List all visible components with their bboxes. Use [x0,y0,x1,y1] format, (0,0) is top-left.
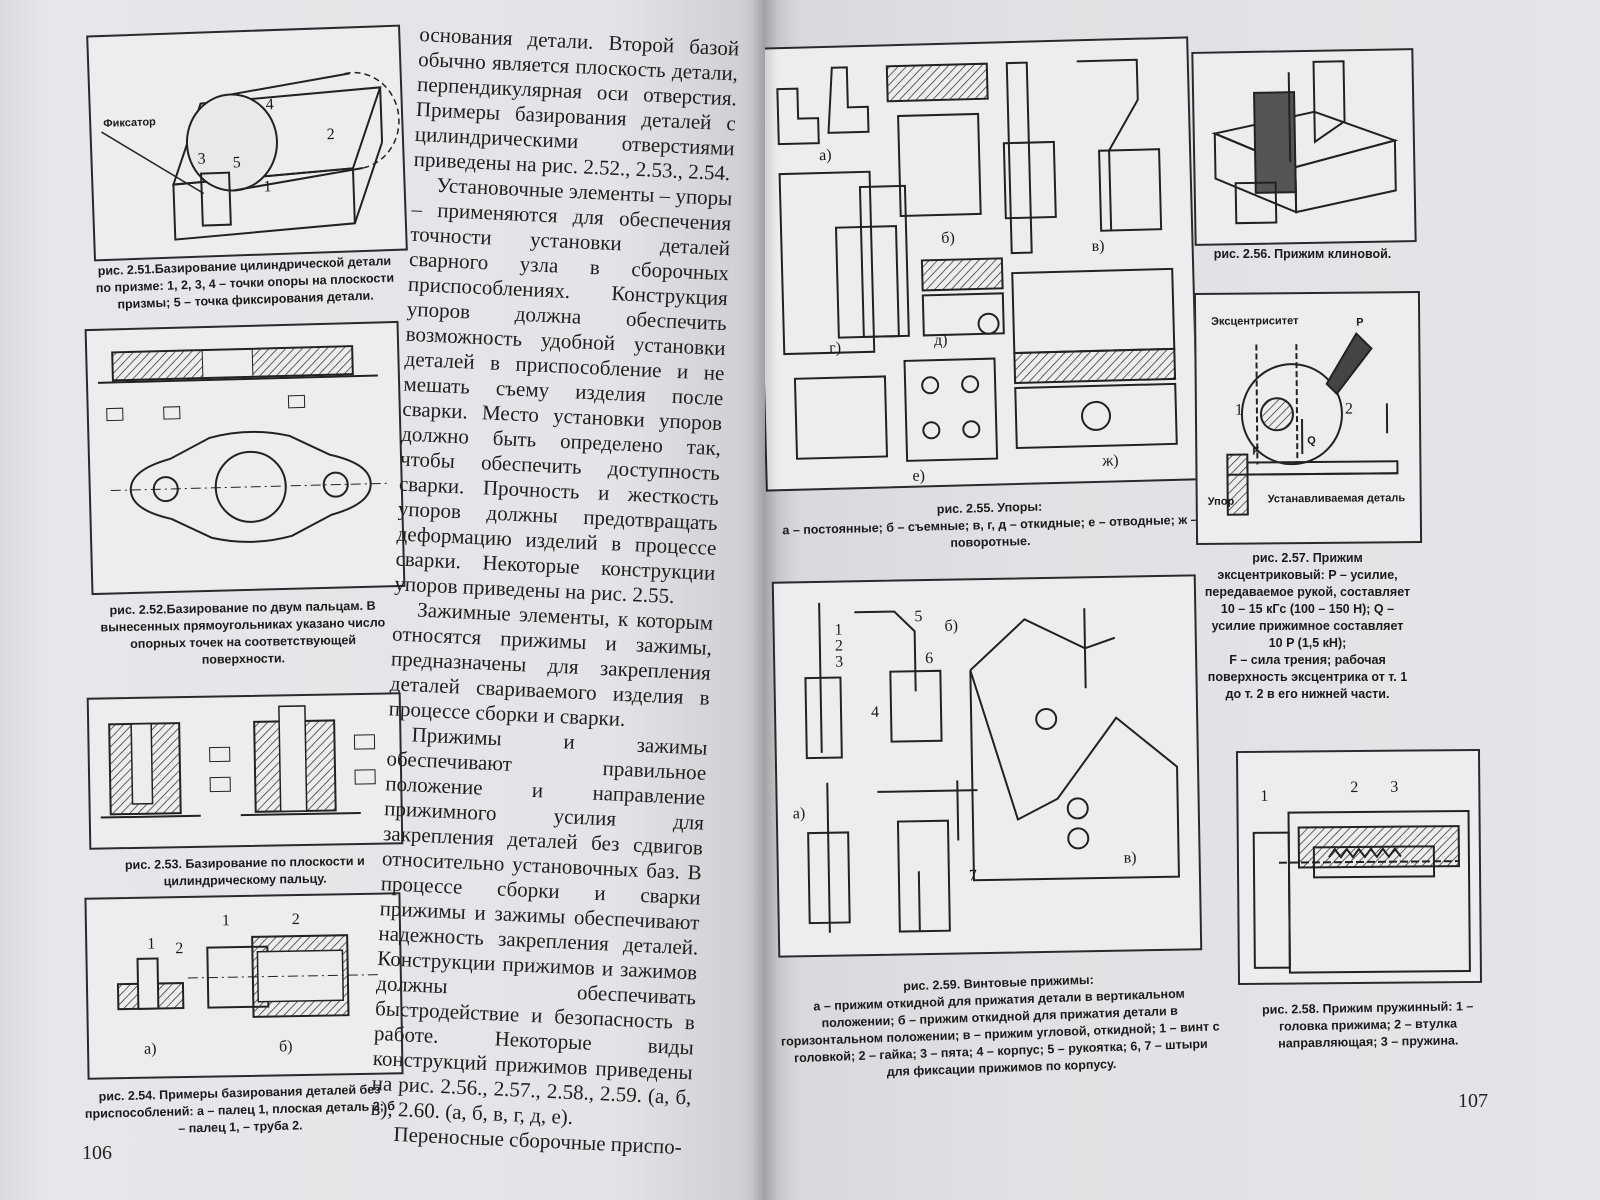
body-4-label: 4 [871,704,879,721]
spring-clamp-drawing: 1 2 3 [1252,779,1471,974]
wedge-clamp-drawing [1211,60,1399,225]
screw-1-label: 1 [834,622,842,639]
figure-2-55: а) б) в) г) д) е) ж) [765,36,1200,492]
stop-b-label: б) [941,230,955,247]
caption-fig-2-57-line-4: 10 – 15 кГс (100 – 150 Н); Q – [1220,602,1395,616]
part-label: Устанавливаемая деталь [1268,492,1406,505]
paragraph-stops: Установочные элементы – упоры – применяю… [393,172,733,609]
clamp-a-label: а) [793,805,806,822]
spring-3-label: 3 [1390,779,1398,796]
figure-2-58: 1 2 3 [1235,748,1483,986]
stop-v-label: в) [1091,238,1104,255]
left-page: Фиксатор 4 2 3 5 1 рис. 2.51.Базирование… [0,0,765,1200]
screw-clamps-drawing: 1 2 3 4 5 6 7 а) б) в) [793,602,1180,933]
caption-fig-2-59-body: а – прижим откидной для прижатия детали … [780,986,1220,1079]
paragraph-clamp-function: Прижимы и зажимы обеспечивают правильное… [370,722,708,1130]
pin-1-label-b: 1 [222,912,230,929]
caption-fig-2-57: рис. 2.57. Прижим эксцентриковый: P – ус… [1190,550,1425,703]
pin-6-label: 6 [925,650,933,667]
caption-fig-2-58: рис. 2.58. Прижим пружинный: 1 – головка… [1261,999,1474,1051]
pin-7-label: 7 [969,867,977,884]
caption-fig-2-53: рис. 2.53. Базирование по плоскости и ци… [124,853,365,889]
caption-fig-2-54: рис. 2.54. Примеры базирования деталей б… [84,1082,396,1136]
left-page-body-text: основания детали. Второй базой обычно яв… [369,22,740,1160]
clamp-v-label: в) [1123,849,1136,866]
right-page: а) б) в) г) д) е) ж) рис. 2.55. Упоры: а… [765,0,1600,1200]
caption-fig-2-52: рис. 2.52.Базирование по двум пальцам. В… [100,598,386,667]
paragraph-clamps: Зажимные элементы, к которым относятся п… [388,597,714,732]
stop-e-label: е) [912,467,925,484]
caption-fig-2-56: рис. 2.56. Прижим клиновой. [1213,247,1392,261]
clamp-b-label: б) [944,617,958,634]
heel-3-label: 3 [835,653,843,670]
caption-fig-2-57-line-1: рис. 2.57. Прижим [1252,551,1363,565]
force-f-label: F [1252,445,1259,457]
sleeve-2-label: 2 [1350,779,1358,796]
two-pins-drawing [97,345,391,543]
handle-5-label: 5 [914,608,922,625]
caption-fig-2-51: рис. 2.51.Базирование цилиндрической дет… [95,253,395,312]
caption-fig-2-57-line-2: эксцентриковый: P – усилие, [1217,568,1398,582]
figure-2-59: 1 2 3 4 5 6 7 а) б) в) [771,574,1203,958]
caption-fig-2-57-line-9: до т. 2 в его нижней части. [1225,687,1390,701]
point-4-label: 4 [265,96,274,113]
force-q-label: Q [1307,435,1316,447]
figure-2-53 [86,692,404,850]
page-number-right: 107 [1458,1090,1488,1112]
stop-zh-label: ж) [1101,452,1119,469]
plane-pin-drawing [100,705,376,819]
stops-drawing: а) б) в) г) д) е) ж) [776,58,1178,485]
paragraph-bases: основания детали. Второй базой обычно яв… [413,22,740,186]
variant-a-label: а) [144,1041,157,1058]
part-2-label-a: 2 [175,940,183,957]
force-p-label: P [1356,317,1363,329]
no-fixture-drawing: 1 2 а) 1 2 б) [116,911,378,1058]
figure-2-51: Фиксатор 4 2 3 5 1 [86,24,408,262]
nut-2-label: 2 [835,637,843,654]
page-number-left: 106 [82,1142,112,1164]
stop-label: Упор [1208,496,1235,508]
variant-b-label: б) [279,1038,293,1055]
stop-d-label: д) [934,332,948,349]
caption-fig-2-57-line-5: усилие прижимное составляет [1211,619,1404,633]
fixator-label: Фиксатор [103,116,156,130]
pin-1-label-a: 1 [147,936,155,953]
stop-g-label: г) [829,340,841,357]
head-1-label: 1 [1260,788,1268,805]
caption-fig-2-55: рис. 2.55. Упоры: а – постоянные; б – съ… [769,494,1210,557]
eccentric-clamp-drawing: Эксцентриситет P 1 2 Q F Упор Устанавлив… [1208,315,1406,516]
figure-2-56 [1191,48,1417,246]
caption-fig-2-57-line-6: 10 P (1,5 кН); [1268,636,1347,650]
caption-fig-2-57-line-3: передаваемое рукой, составляет [1204,585,1411,599]
stop-a-label: а) [819,147,832,164]
point-5-label: 5 [232,154,241,171]
point-2-label: 2 [326,126,335,143]
caption-fig-2-59: рис. 2.59. Винтовые прижимы: а – прижим … [778,967,1221,1084]
caption-fig-2-57-line-8: поверхность эксцентрика от т. 1 [1207,670,1408,684]
pipe-2-label-b: 2 [292,911,300,928]
figure-2-57: Эксцентриситет P 1 2 Q F Упор Устанавлив… [1193,291,1423,545]
eccentricity-label: Эксцентриситет [1211,315,1299,328]
point-1-label-eccentric: 1 [1235,402,1243,419]
figure-2-52 [84,320,406,596]
prism-cylinder-drawing: Фиксатор 4 2 3 5 1 [101,71,400,241]
point-2-label-eccentric: 2 [1345,401,1353,418]
point-1-label: 1 [263,178,272,195]
book-gutter [752,0,778,1200]
figure-2-54: 1 2 а) 1 2 б) [84,892,404,1080]
caption-fig-2-57-line-7: F – сила трения; рабочая [1229,653,1386,667]
point-3-label: 3 [197,150,206,167]
